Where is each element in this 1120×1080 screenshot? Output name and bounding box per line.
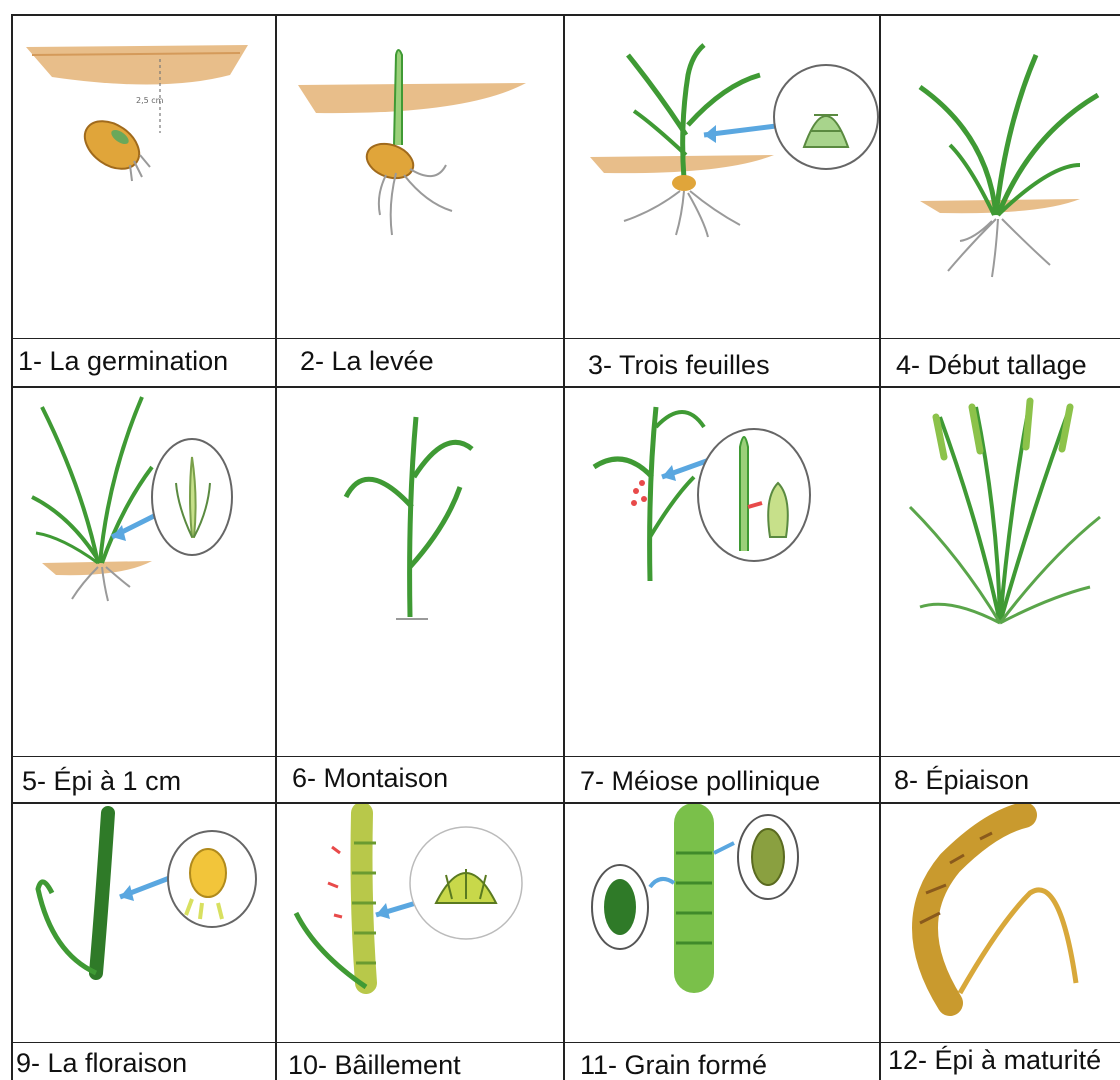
formed-grain-ear-illustration [564,803,880,1043]
svg-text:2,5 cm: 2,5 cm [136,96,164,105]
stage-label-7: 7- Méiose pollinique [580,766,820,796]
germinating-seed-illustration: 2,5 cm [12,15,276,345]
grid-line-col1 [275,14,277,1080]
stage-label-2: 2- La levée [300,346,434,376]
grid-line-col3 [879,14,881,1080]
stage-label-5: 5- Épi à 1 cm [22,766,181,796]
stem-elongation-plant-illustration [276,387,564,767]
three-leaf-plant-illustration [564,15,880,345]
stage-label-6: 6- Montaison [292,763,448,793]
stage-cell-3 [564,15,880,387]
tillering-plant-illustration [880,15,1120,345]
stage-cell-10 [276,803,564,1080]
heading-plant-illustration [880,387,1120,767]
grid-line-row2-label [12,756,1120,757]
stage-label-9: 9- La floraison [16,1048,187,1078]
pollen-meiosis-plant-illustration [564,387,880,767]
grid-line-col2 [563,14,565,1080]
grid-line-row2 [12,802,1120,804]
stage-label-3: 3- Trois feuilles [588,350,770,380]
stage-cell-2 [276,15,564,387]
stage-cell-4 [880,15,1120,387]
stage-label-12: 12- Épi à maturité [888,1045,1101,1075]
stage-cell-5 [12,387,276,803]
stage-cell-12 [880,803,1120,1080]
emerging-shoot-illustration [276,15,564,345]
stage-cell-7 [564,387,880,803]
stage-cell-9 [12,803,276,1080]
stage-cell-8 [880,387,1120,803]
stage-label-11: 11- Grain formé [580,1050,767,1080]
grid-line-row1-label [12,338,1120,339]
stage-label-1: 1- La germination [18,346,228,376]
grid-line-left [11,14,13,1080]
flowering-ear-illustration [12,803,276,1043]
stage-cell-6 [276,387,564,803]
grid-line-row3-label [12,1042,1120,1043]
stage-label-8: 8- Épiaison [894,765,1029,795]
stage-cell-11 [564,803,880,1080]
stage-label-4: 4- Début tallage [896,350,1087,380]
grid-line-row1 [12,386,1120,388]
grid-line-top [12,14,1120,16]
stage-cell-1: 2,5 cm [12,15,276,387]
mature-ear-illustration [880,803,1120,1043]
ear-1cm-plant-illustration [12,387,276,767]
gaping-ear-illustration [276,803,564,1043]
stage-label-10: 10- Bâillement [288,1050,461,1080]
